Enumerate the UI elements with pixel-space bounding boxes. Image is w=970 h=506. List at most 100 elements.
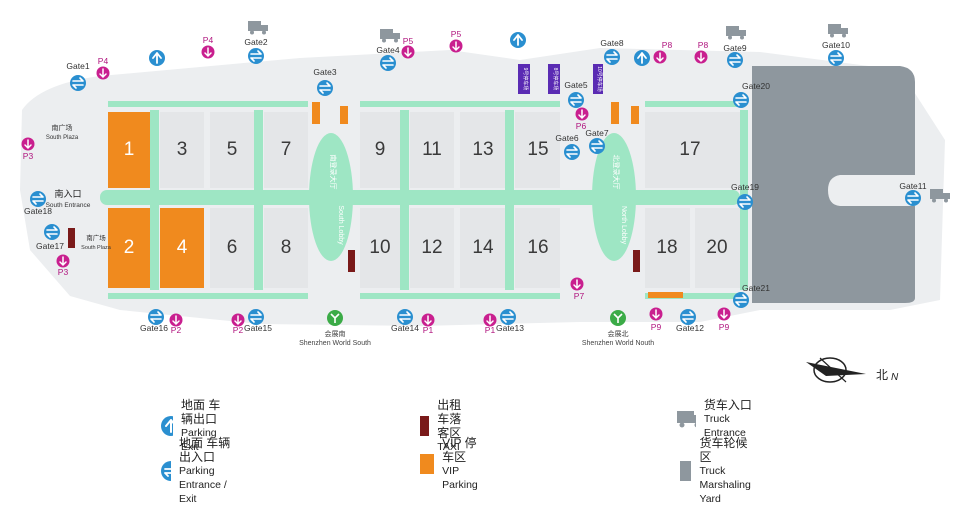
legend-parking-exit-en: Parking Exit — [181, 427, 217, 453]
gate20-icon[interactable] — [732, 91, 750, 109]
metro-icon[interactable] — [609, 309, 627, 327]
hall-15 — [515, 112, 560, 188]
legend-vip: VIP 停车区 VIP Parking — [420, 436, 484, 492]
hall-8 — [264, 208, 308, 288]
parking-entrance-exit-icon — [161, 461, 171, 481]
gate19-icon[interactable] — [736, 193, 754, 211]
legend-parking-exit-zh: 地面 车辆出口 — [181, 398, 221, 426]
corridor — [150, 110, 159, 290]
p3-icon[interactable] — [20, 136, 36, 152]
gate20-label: Gate20 — [742, 81, 770, 91]
metro-north-label: 会展北 — [608, 329, 629, 338]
vip-parking — [611, 102, 619, 124]
gate4-icon[interactable] — [379, 54, 397, 72]
hall-6-label: 6 — [227, 237, 238, 258]
hall-12 — [410, 208, 454, 288]
legend-marshaling-en: Truck Marshaling Yard — [699, 465, 751, 505]
gate6-icon[interactable] — [563, 143, 581, 161]
lot-9-label: 9号停车场 — [522, 68, 529, 91]
gate2-icon[interactable] — [247, 47, 265, 65]
parking-exit-icon[interactable] — [509, 31, 527, 49]
south-plaza-label-en: South Plaza — [46, 135, 79, 141]
p4-icon[interactable] — [95, 65, 111, 81]
hall-1-label: 1 — [124, 139, 135, 160]
hall-3-label: 3 — [177, 139, 188, 160]
hall-10-label: 10 — [369, 237, 390, 258]
p3-icon[interactable] — [55, 253, 71, 269]
compass-north-label-en: N — [891, 372, 899, 383]
south-plaza-label-2: 南广场 — [86, 233, 106, 242]
legend-truck-en: Truck Entrance — [703, 413, 746, 439]
gate18-label: Gate18 — [24, 206, 52, 216]
gate1-icon[interactable] — [69, 74, 87, 92]
hall-16 — [515, 208, 560, 288]
venue-map: 南登录大厅 South Lobby 北登录大厅 North Lobby 1 2 … — [20, 21, 950, 383]
halls — [108, 112, 740, 288]
legend-vip-en: VIP Parking — [442, 465, 478, 491]
hall-3 — [160, 112, 204, 188]
south-entrance-label-en: South Entrance — [46, 202, 91, 209]
gate10-icon[interactable] — [827, 49, 845, 67]
p7-icon[interactable] — [569, 276, 585, 292]
p1-label: P1 — [485, 325, 496, 335]
legend-marshaling-zh: 货车轮候区 — [699, 436, 748, 464]
hall-6 — [210, 208, 254, 288]
legend-truck-zh: 货车入口 — [703, 398, 752, 412]
p8-label: P8 — [662, 40, 673, 50]
p4-label: P4 — [98, 56, 109, 66]
p9-icon[interactable] — [716, 306, 732, 322]
gate17-icon[interactable] — [43, 223, 61, 241]
parking-exit-icon[interactable] — [148, 49, 166, 67]
gate3-icon[interactable] — [316, 79, 334, 97]
p8-icon[interactable] — [652, 49, 668, 65]
gate10-label: Gate10 — [822, 40, 850, 50]
taxi-zone — [633, 250, 640, 272]
vip-parking — [312, 102, 320, 124]
gate7-label: Gate7 — [585, 128, 608, 138]
vip-parking — [648, 292, 683, 298]
p6-icon[interactable] — [574, 106, 590, 122]
metro-north-label-en: Shenzhen World Nouth — [582, 340, 654, 347]
hall-11 — [410, 112, 454, 188]
metro-icon[interactable] — [326, 309, 344, 327]
corridor — [400, 110, 409, 290]
gate7-icon[interactable] — [588, 137, 606, 155]
south-lobby-label: 南登录大厅 — [329, 155, 338, 190]
gate21-label: Gate21 — [742, 283, 770, 293]
gate9-icon[interactable] — [726, 51, 744, 69]
gate8-icon[interactable] — [603, 48, 621, 66]
parking-exit-icon[interactable] — [633, 49, 651, 67]
parking-markers: P1 P1 P2 P2 P3 P3 P4 P4 P5 P5 P6 P7 P8 P… — [20, 29, 732, 335]
gate5-icon[interactable] — [567, 91, 585, 109]
gate15-label: Gate15 — [244, 323, 272, 333]
gate21-icon[interactable] — [732, 291, 750, 309]
parking-lot-9 — [518, 64, 530, 94]
legend-taxi-en: TAXI — [437, 441, 460, 453]
taxi-zone — [68, 228, 75, 248]
gate6-label: Gate6 — [555, 133, 578, 143]
p3-label: P3 — [23, 151, 34, 161]
p4-label: P4 — [203, 35, 214, 45]
hall-9 — [360, 112, 400, 188]
parking-lot-8 — [548, 64, 560, 94]
north-lobby-label: 北登录大厅 — [612, 155, 621, 190]
gate17-label: Gate17 — [36, 241, 64, 251]
p5-icon[interactable] — [448, 38, 464, 54]
p5-icon[interactable] — [400, 44, 416, 60]
p8-icon[interactable] — [693, 49, 709, 65]
hall-2-label: 2 — [124, 237, 135, 258]
vip-swatch — [420, 454, 435, 474]
compass-north-label: 北 — [876, 368, 888, 382]
metro-south-label-en: Shenzhen World South — [299, 340, 371, 347]
p9-icon[interactable] — [648, 306, 664, 322]
gate11-icon[interactable] — [904, 189, 922, 207]
marshaling-swatch — [680, 461, 692, 481]
south-plaza-label-2-en: South Plaza — [81, 245, 112, 251]
p4-icon[interactable] — [200, 44, 216, 60]
metro-south-label: 会展南 — [325, 329, 346, 338]
gate18-icon[interactable] — [29, 190, 47, 208]
hall-16-label: 16 — [527, 237, 548, 258]
hall-7 — [264, 112, 308, 188]
p9-label: P9 — [651, 322, 662, 332]
hall-5-label: 5 — [227, 139, 238, 160]
